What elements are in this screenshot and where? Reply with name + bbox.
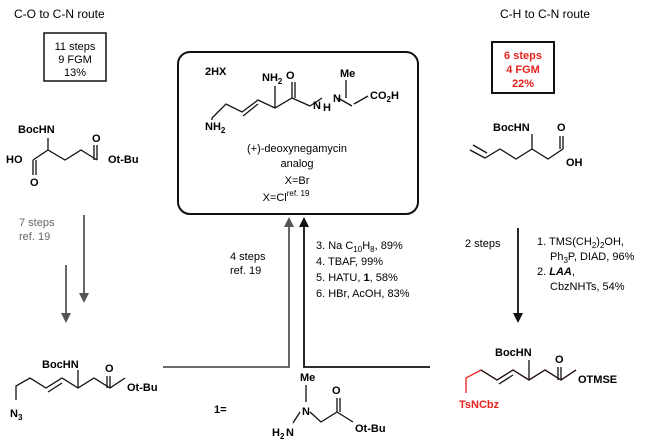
target-name: (+)-deoxynegamycin — [247, 143, 347, 155]
cond-6: 6. HBr, AcOH, 83% — [316, 288, 410, 300]
azide-otbu: Ot-Bu — [127, 382, 158, 394]
allyl-acid-molecule: BocHN O OH — [469, 122, 583, 169]
target-co2h: CO2H — [370, 90, 399, 104]
left-summary-box: 11 steps 9 FGM 13% — [43, 32, 107, 82]
reagent-h2n: H2 — [272, 427, 285, 441]
azide-o1: O — [105, 363, 114, 375]
right-fgm: 4 FGM — [506, 64, 540, 76]
left-steps: 11 steps — [55, 41, 96, 53]
left-route-title: C-O to C-N route — [14, 7, 105, 21]
left-up-arrow: 4 steps ref. 19 — [163, 217, 294, 368]
tsncbz-label: TsNCbz — [459, 399, 500, 411]
target-me: Me — [340, 68, 355, 80]
hydrazine-molecule: 1= Me N H2 N O Ot-Bu — [214, 372, 386, 441]
right-steps: 6 steps — [504, 50, 542, 62]
allyl-o: O — [557, 122, 566, 134]
aspartate-o3: Ot-Bu — [108, 154, 139, 166]
tsncbz-molecule: BocHN O OTMSE TsNCbz — [459, 347, 617, 411]
right-up-arrow: 3. Na C10H8, 89% 4. TBAF, 99% 5. HATU, 1… — [299, 217, 430, 368]
cond-5: 5. HATU, 1, 58% — [316, 272, 398, 284]
reagent-otbu: Ot-Bu — [355, 423, 386, 435]
left-down-arrow: 7 steps ref. 19 — [19, 215, 89, 323]
reagent-n1: N — [302, 406, 310, 418]
right-yield: 22% — [512, 78, 534, 90]
target-nh2: NH2 — [262, 72, 283, 86]
target-box: 2HX NH2 O Me N H N CO2H NH2 (+)-deoxyneg… — [177, 51, 419, 215]
aspartate-ho: HO — [6, 154, 23, 166]
right-down-cond-2: Ph3P, DIAD, 96% — [550, 251, 635, 265]
reagent-me: Me — [300, 372, 315, 384]
azide-n3: N3 — [10, 408, 23, 422]
target-h2n: NH2 — [205, 121, 226, 135]
target-x-br: X=Br — [285, 175, 310, 187]
left-down-steps: 7 steps — [19, 217, 55, 229]
allyl-boc: BocHN — [493, 122, 530, 134]
aspartate-molecule: BocHN HO O O Ot-Bu — [6, 124, 139, 189]
target-o: O — [286, 70, 295, 82]
left-down-ref: ref. 19 — [19, 231, 50, 243]
right-down-arrow: 2 steps 1. TMS(CH2)2OH, Ph3P, DIAD, 96% … — [465, 228, 635, 323]
reagent-o1: O — [332, 385, 341, 397]
cond-3: 3. Na C10H8, 89% — [316, 240, 403, 254]
aspartate-o2: O — [92, 133, 101, 145]
tsncbz-boc: BocHN — [495, 347, 532, 359]
right-summary-box: 6 steps 4 FGM 22% — [491, 41, 555, 94]
right-down-cond-3: 2. LAA, — [537, 266, 575, 278]
target-structure — [211, 80, 369, 120]
right-down-cond-1: 1. TMS(CH2)2OH, — [537, 236, 624, 250]
target-salt: 2HX — [205, 66, 227, 78]
target-h: H — [323, 102, 331, 114]
left-yield: 13% — [64, 67, 86, 79]
aspartate-o1: O — [30, 177, 39, 189]
aspartate-boc: BocHN — [18, 124, 55, 136]
tsncbz-o1: O — [555, 354, 564, 366]
cond-4: 4. TBAF, 99% — [316, 256, 383, 268]
azide-molecule: BocHN O Ot-Bu N3 — [10, 359, 158, 422]
left-up-ref: ref. 19 — [230, 265, 261, 277]
allyl-oh: OH — [566, 157, 583, 169]
left-up-steps: 4 steps — [230, 251, 266, 263]
right-route-title: C-H to C-N route — [500, 7, 590, 21]
left-fgm: 9 FGM — [58, 54, 92, 66]
target-n1: N — [313, 100, 321, 112]
target-name-2: analog — [280, 158, 313, 170]
reagent-n2: N — [286, 427, 294, 439]
reagent-label: 1= — [214, 404, 227, 416]
right-down-steps: 2 steps — [465, 238, 501, 250]
azide-boc: BocHN — [42, 359, 79, 371]
target-n2: N — [333, 93, 341, 105]
target-x-cl: X=Clref. 19 — [263, 189, 310, 204]
tsncbz-otmse: OTMSE — [578, 374, 617, 386]
right-down-cond-4: CbzNHTs, 54% — [550, 281, 625, 293]
